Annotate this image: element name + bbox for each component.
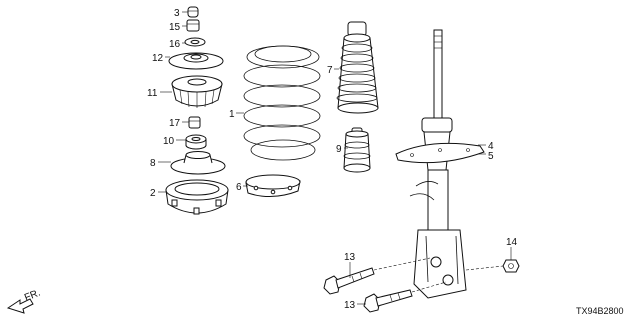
part-1-coil-spring: [243, 45, 321, 161]
part-3-cap: [187, 6, 199, 18]
callout-12: 12: [152, 53, 164, 64]
leader-lines: [158, 11, 512, 305]
callout-16: 16: [169, 39, 181, 50]
part-8-spring-seat: [170, 151, 226, 175]
part-7-dust-boot: [336, 21, 379, 114]
part-6-spring-isolator: [245, 174, 301, 197]
part-17-nut: [188, 116, 201, 129]
callout-13-lower: 13: [344, 300, 356, 311]
callout-9: 9: [336, 144, 342, 155]
callout-2: 2: [150, 188, 156, 199]
callout-4: 4: [488, 141, 494, 152]
part-10-bearing: [185, 134, 207, 150]
arrow-left-icon: [6, 298, 34, 314]
part-4-5-strut-assembly: [395, 29, 485, 299]
callout-15: 15: [169, 22, 181, 33]
part-9-bump-stop: [343, 127, 371, 173]
part-14-nut: [502, 259, 520, 273]
callout-7: 7: [327, 65, 333, 76]
callout-14: 14: [506, 237, 518, 248]
callout-11: 11: [147, 88, 158, 99]
direction-label: FR.: [23, 288, 42, 304]
callout-1: 1: [229, 109, 235, 120]
part-16-washer: [184, 37, 206, 47]
callout-5: 5: [488, 151, 494, 162]
part-13-bolt-upper: [323, 267, 375, 295]
callout-10: 10: [163, 136, 175, 147]
callout-17: 17: [169, 118, 181, 129]
callout-8: 8: [150, 158, 156, 169]
part-11-mount-rubber: [171, 75, 223, 108]
part-15-collar: [186, 19, 200, 32]
front-direction-indicator: FR.: [6, 288, 42, 314]
diagram-code: TX94B2800: [576, 306, 624, 316]
part-13-bolt-lower: [363, 289, 413, 313]
part-2-lower-spring-seat: [165, 179, 229, 215]
callout-6: 6: [236, 182, 242, 193]
alignment-lines: [373, 257, 504, 293]
callout-3: 3: [174, 8, 180, 19]
part-12-upper-plate: [168, 52, 224, 70]
callout-13-upper: 13: [344, 252, 356, 263]
